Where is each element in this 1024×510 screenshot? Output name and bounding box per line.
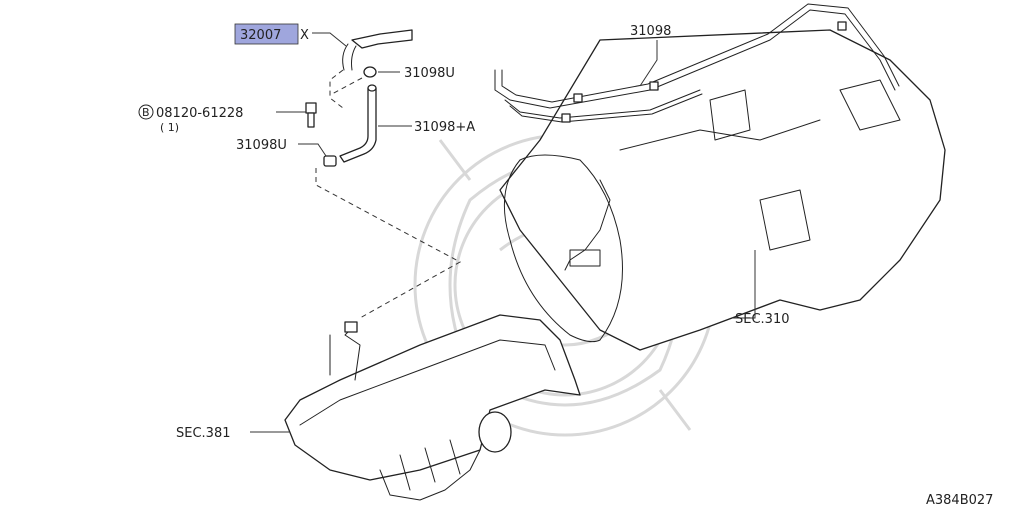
label-tube[interactable]: 31098 <box>630 24 671 39</box>
label-clip-lower[interactable]: 31098U <box>236 138 287 153</box>
bolt-circle-letter: B <box>142 106 150 119</box>
hose-part[interactable] <box>339 84 377 163</box>
highlight-box <box>234 23 299 45</box>
label-clip-upper[interactable]: 31098U <box>404 66 455 81</box>
tube-part[interactable] <box>494 3 900 123</box>
label-bolt-number[interactable]: 08120-61228 <box>156 106 243 121</box>
clip-lower-part[interactable] <box>323 155 337 167</box>
clip-upper-part[interactable] <box>363 66 377 78</box>
callout-labels: 32007 X 31098U B 08120-61228 ( 1) 31098+… <box>138 23 993 508</box>
label-bolt-qty: ( 1) <box>160 121 179 134</box>
bolt-part[interactable] <box>305 102 317 128</box>
bolt-circle-icon <box>138 104 154 120</box>
breather-pipe-32007[interactable] <box>342 29 413 71</box>
drawing-code: A384B027 <box>926 493 993 508</box>
label-transmission[interactable]: SEC.310 <box>735 312 790 327</box>
label-32007-suffix: X <box>300 28 309 43</box>
label-oil-pan[interactable]: SEC.381 <box>176 426 231 441</box>
oil-pan-part[interactable] <box>284 314 581 501</box>
label-hose[interactable]: 31098+A <box>414 120 475 135</box>
leader-lines <box>250 32 756 433</box>
transmission-part[interactable] <box>499 29 946 351</box>
label-32007[interactable]: 32007 <box>240 28 281 43</box>
